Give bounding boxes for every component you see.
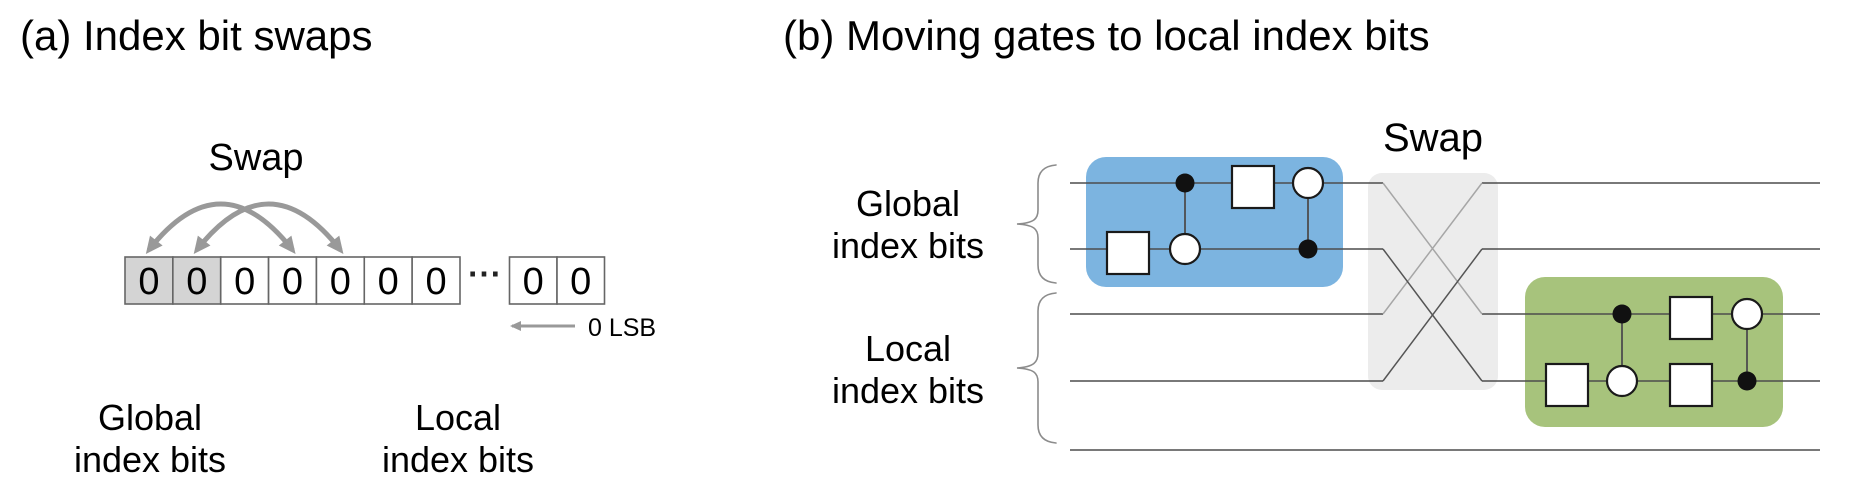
ellipsis: ⋯ [467, 255, 501, 293]
swap-arcs [145, 201, 344, 254]
global-brace [1016, 164, 1057, 284]
control-dot [1175, 173, 1195, 193]
panel-b-title: (b) Moving gates to local index bits [783, 12, 1430, 59]
local-label-b-line1: Local [865, 328, 951, 369]
lsb-label: 0 LSB [588, 314, 656, 342]
global-label-b-line2: index bits [832, 225, 984, 266]
local-brace [1016, 292, 1057, 444]
swap-cross-line [1382, 182, 1483, 315]
control-dot [1737, 371, 1757, 391]
bit-value: 0 [138, 261, 159, 303]
local-label-a: Local index bits [382, 397, 534, 480]
bit-value: 0 [234, 261, 255, 303]
swap-crossing-box [1368, 173, 1498, 390]
global-label-b: Global index bits [832, 183, 984, 266]
panel-b: (b) Moving gates to local index bits Swa… [783, 12, 1820, 451]
blue-gates [1105, 164, 1325, 276]
bit-cell [267, 256, 318, 305]
bit-value: 0 [570, 261, 591, 303]
open-circle-gate [1291, 166, 1325, 200]
bit-value: 0 [378, 261, 399, 303]
gate-square [1105, 230, 1151, 276]
global-label-a-line2: index bits [74, 439, 226, 480]
local-label-b: Local index bits [832, 328, 984, 411]
swap-arc [193, 201, 344, 254]
gate-square [1668, 362, 1714, 408]
open-circle-gate [1168, 232, 1202, 266]
open-circle-gate [1730, 297, 1764, 331]
bit-value: 0 [523, 261, 544, 303]
bit-value: 0 [186, 261, 207, 303]
bit-cell [411, 256, 461, 305]
control-dot [1298, 239, 1318, 259]
global-label-a: Global index bits [74, 397, 226, 480]
global-gates-box [1086, 157, 1343, 287]
swap-label-b: Swap [1383, 116, 1483, 160]
local-label-a-line1: Local [415, 397, 501, 438]
swap-crossings [1382, 182, 1483, 382]
gate-square [1544, 362, 1590, 408]
open-circle-gate [1605, 364, 1639, 398]
global-label-a-line1: Global [98, 397, 202, 438]
bit-value: 0 [330, 261, 351, 303]
lsb-annotation: 0 LSB [510, 314, 656, 342]
bit-cell [219, 256, 270, 305]
control-dot [1612, 304, 1632, 324]
bit-cell [508, 256, 558, 305]
green-gates [1544, 295, 1764, 408]
gate-square [1668, 295, 1714, 341]
local-label-a-line2: index bits [382, 439, 534, 480]
swap-arc [145, 201, 296, 254]
global-label-b-line1: Global [856, 183, 960, 224]
local-label-b-line2: index bits [832, 370, 984, 411]
bit-cell [363, 256, 413, 305]
bit-cell [556, 256, 606, 305]
panel-a-title: (a) Index bit swaps [20, 12, 373, 59]
gate-square [1230, 164, 1276, 210]
swap-label-a: Swap [208, 137, 303, 179]
bit-value: 0 [282, 261, 303, 303]
bit-value: 0 [426, 261, 447, 303]
swap-cross-line [1382, 248, 1483, 382]
